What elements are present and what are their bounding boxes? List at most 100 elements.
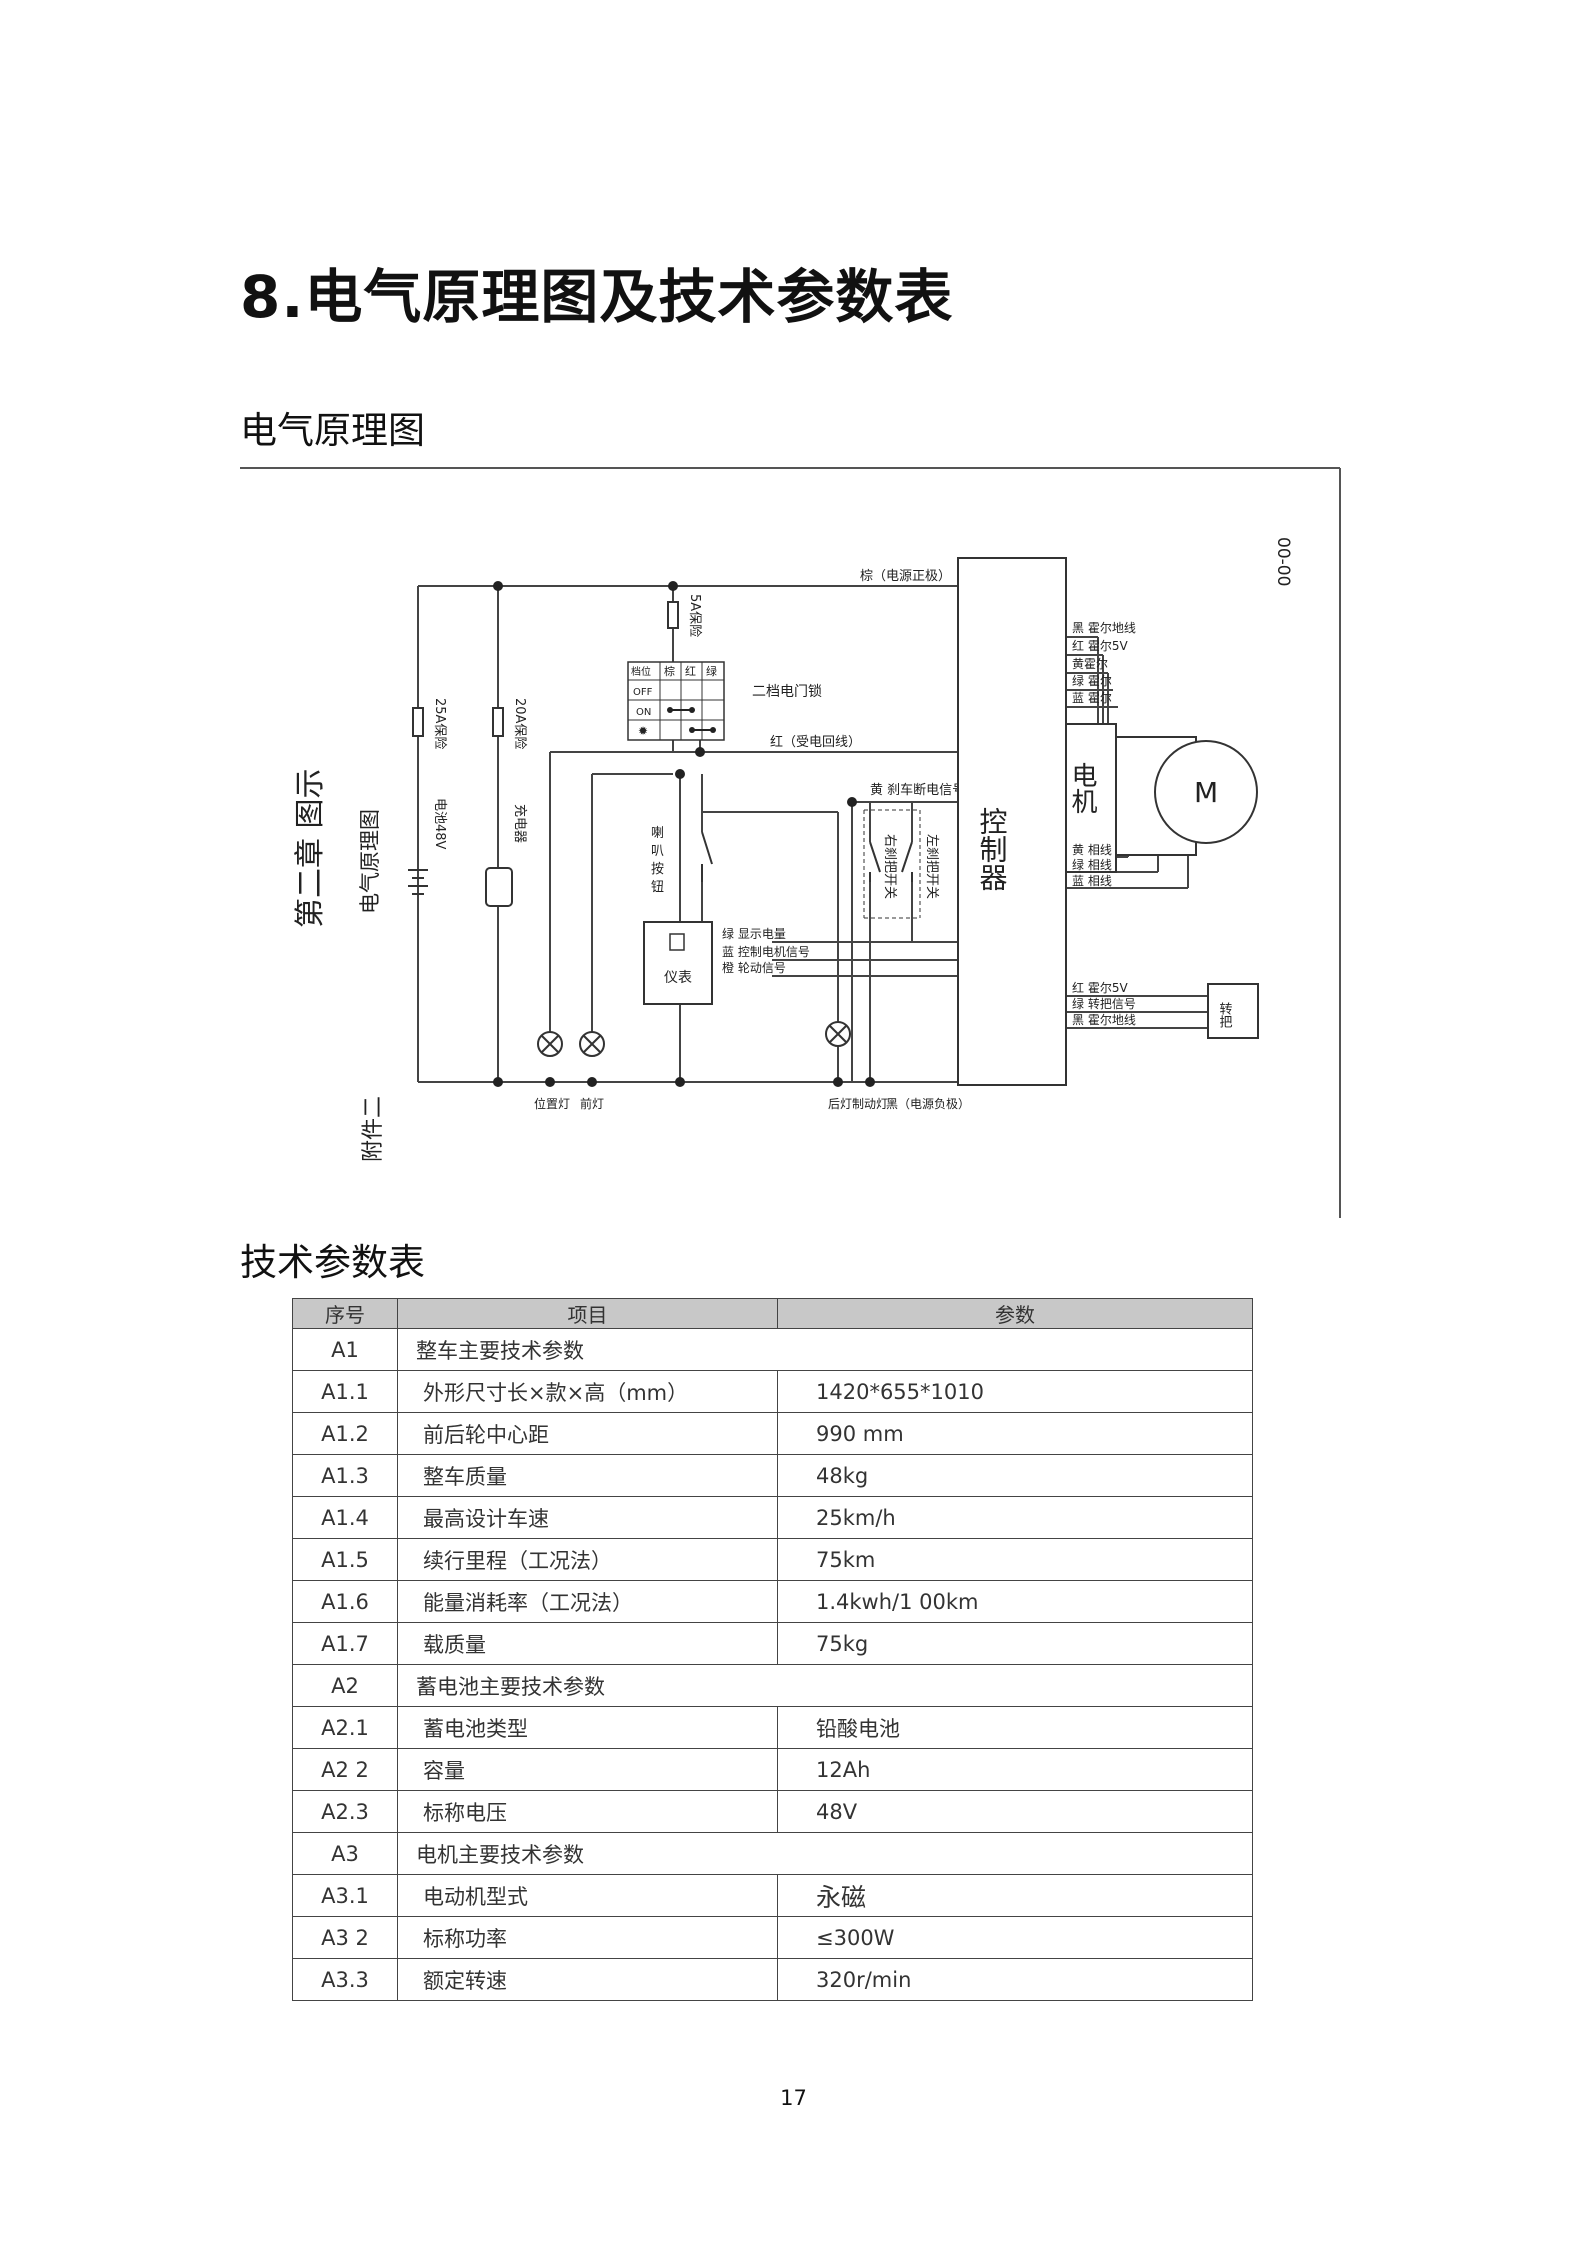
row-item: 电动机型式: [397, 1874, 778, 1917]
row-item: 能量消耗率（工况法）: [397, 1580, 778, 1623]
row-item: 续行里程（工况法）: [397, 1538, 778, 1581]
horn-button-label-4: 钮: [651, 880, 664, 895]
row-id: A2 2: [292, 1748, 398, 1791]
row-id: A3.1: [292, 1874, 398, 1917]
row-id: A1.5: [292, 1538, 398, 1581]
hall-wire-2: 红 霍尔5V: [1072, 638, 1128, 653]
row-id: A1.4: [292, 1496, 398, 1539]
throttle-wire-2: 绿 转把信号: [1072, 996, 1136, 1011]
row-item: 容量: [397, 1748, 778, 1791]
speaker-icon: [669, 933, 685, 951]
phase-wire-3: 蓝 相线: [1072, 874, 1112, 888]
horn-button-label-3: 按: [651, 862, 664, 877]
controller-label: 控制器: [976, 807, 1009, 891]
row-item: 标称功率: [397, 1916, 778, 1959]
charger-label: 充电器: [512, 804, 528, 843]
lamp-icons: [537, 1021, 851, 1057]
row-value: 永磁: [777, 1874, 1253, 1917]
battery-label: 电池48V: [432, 798, 447, 850]
row-item: 整车主要技术参数: [397, 1328, 1253, 1371]
fuse-20a-icon: [492, 707, 504, 737]
tail-lamp-label: 后灯制动灯: [828, 1097, 888, 1111]
ignition-lock: 档位 棕 红 绿 OFF ON ✹: [627, 661, 725, 741]
row-id: A2: [292, 1664, 398, 1707]
throttle-wire-1: 红 霍尔5V: [1072, 980, 1128, 995]
fuse-25a-label: 25A保险: [432, 698, 447, 749]
page-number: 17: [780, 2086, 807, 2110]
section-heading: 8.电气原理图及技术参数表: [240, 263, 954, 331]
row-value: 1420*655*1010: [777, 1370, 1253, 1413]
power-pos-label: 棕（电源正极）: [860, 569, 951, 584]
row-id: A1.2: [292, 1412, 398, 1455]
wiring-diagram: 00-00 第二章 图示 电气原理图 附件二: [240, 467, 1341, 1218]
hall-wire-1: 黑 霍尔地线: [1072, 620, 1136, 635]
hall-wire-4: 绿 霍尔: [1072, 673, 1112, 688]
row-value: 48kg: [777, 1454, 1253, 1497]
fuse-25a-icon: [412, 707, 424, 737]
lock-label: 二档电门锁: [752, 684, 822, 700]
throttle-wire-3: 黑 霍尔地线: [1072, 1012, 1136, 1027]
motor-label: 电机: [1067, 762, 1097, 814]
row-value: 12Ah: [777, 1748, 1253, 1791]
meter-icon: [643, 921, 713, 1005]
row-item: 额定转速: [397, 1958, 778, 2001]
diagram-frame: [240, 467, 1341, 1218]
header-value: 参数: [777, 1298, 1253, 1329]
row-value: 320r/min: [777, 1958, 1253, 2001]
horn-button-icon: [701, 831, 713, 882]
row-id: A3.3: [292, 1958, 398, 2001]
row-id: A2.3: [292, 1790, 398, 1833]
row-item: 最高设计车速: [397, 1496, 778, 1539]
header-id: 序号: [292, 1298, 398, 1329]
svg-text:红: 红: [685, 665, 696, 678]
row-id: A1.6: [292, 1580, 398, 1623]
meter-wire-2: 蓝 控制电机信号: [722, 945, 810, 959]
phase-wire-2: 绿 相线: [1072, 857, 1112, 872]
row-value: ≤300W: [777, 1916, 1253, 1959]
row-value: 990 mm: [777, 1412, 1253, 1455]
left-brake-label: 左刹把开关: [924, 834, 939, 899]
row-item: 电机主要技术参数: [397, 1832, 1253, 1875]
row-id: A3 2: [292, 1916, 398, 1959]
meter-wire-3: 橙 轮动信号: [722, 960, 786, 975]
controller-box: [957, 557, 1067, 1086]
meter-label: 仪表: [664, 970, 692, 986]
row-id: A1.7: [292, 1622, 398, 1665]
brake-switch-icons: [863, 809, 921, 919]
row-item: 外形尺寸长×款×高（mm）: [397, 1370, 778, 1413]
svg-text:棕: 棕: [664, 664, 675, 678]
hall-wire-5: 蓝 霍尔: [1072, 690, 1112, 705]
phase-wire-1: 黄 相线: [1072, 843, 1112, 857]
horn-button-label-1: 喇: [651, 826, 664, 841]
brake-signal-label: 黄 刹车断电信号: [870, 782, 965, 798]
charger-icon: [485, 867, 513, 907]
power-neg-label: 黑（电源负极）: [886, 1097, 970, 1111]
diagram-subtitle: 电气原理图: [358, 809, 382, 914]
row-item: 整车质量: [397, 1454, 778, 1497]
row-id: A1.1: [292, 1370, 398, 1413]
row-id: A1.3: [292, 1454, 398, 1497]
lock-wire-label: 红（受电回线）: [770, 734, 861, 750]
row-value: 48V: [777, 1790, 1253, 1833]
meter-wire-1: 绿 显示电量: [722, 926, 786, 941]
row-item: 蓄电池主要技术参数: [397, 1664, 1253, 1707]
table-heading: 技术参数表: [240, 1241, 425, 1284]
row-value: 1.4kwh/1 00km: [777, 1580, 1253, 1623]
row-id: A1: [292, 1328, 398, 1371]
horn-button-label-2: 叭: [651, 844, 664, 859]
row-id: A3: [292, 1832, 398, 1875]
motor-symbol: M: [1194, 776, 1218, 809]
motor-icon: [1154, 740, 1258, 844]
